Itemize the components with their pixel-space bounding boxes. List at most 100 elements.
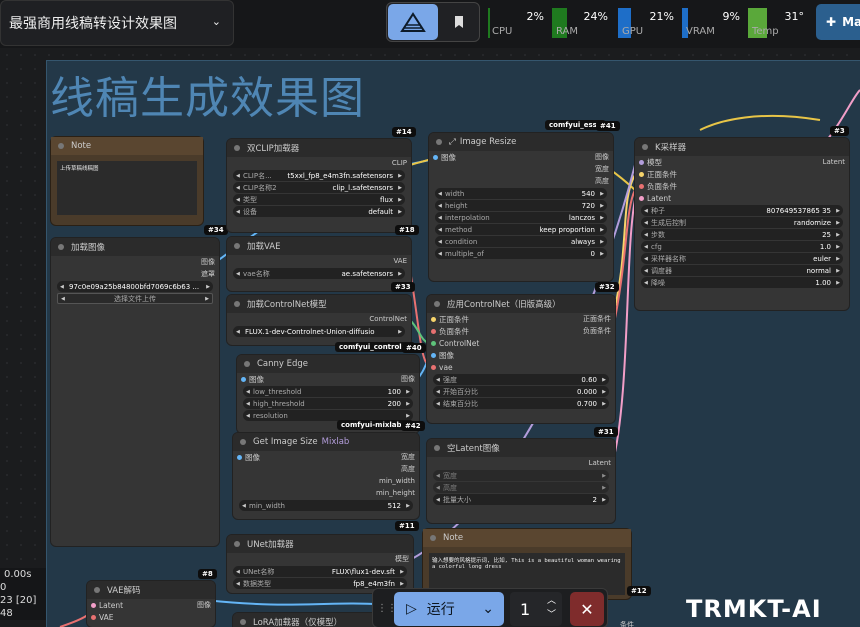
output-clip[interactable]: CLIP (391, 159, 407, 167)
cpu-bar (488, 8, 490, 38)
input-positive[interactable]: 正面条件 (647, 169, 677, 179)
multiple-of-input[interactable]: multiple_of0 (435, 248, 607, 259)
clip-name1-select[interactable]: CLIP名...t5xxl_fp8_e4m3fn.safetensors (233, 170, 405, 181)
output-image[interactable]: 图像 (401, 375, 415, 383)
output-image[interactable]: 图像 (201, 258, 215, 266)
latent-height-input[interactable]: 高度 (433, 482, 609, 493)
input-image[interactable]: 图像 (441, 152, 456, 162)
input-image[interactable]: 图像 (249, 374, 264, 384)
output-negative[interactable]: 负面条件 (583, 327, 611, 335)
ram-bar (552, 8, 567, 38)
output-min-height[interactable]: min_height (375, 489, 415, 497)
manager-button[interactable]: ✚Ma (816, 4, 860, 40)
temp-bar (748, 8, 768, 38)
output-image[interactable]: 图像 (197, 601, 211, 609)
input-negative[interactable]: 负面条件 (439, 326, 469, 336)
comfy-logo-button[interactable] (388, 4, 438, 40)
output-width[interactable]: 宽度 (595, 165, 609, 173)
image-file-select[interactable]: 97c0e09a25b84800bfd7069c6b63 ... (57, 281, 213, 292)
output-min-width[interactable]: min_width (379, 477, 415, 485)
input-negative[interactable]: 负面条件 (647, 181, 677, 191)
note-node[interactable]: Note 上传草稿线稿图 (50, 136, 204, 226)
input-latent[interactable]: Latent (647, 193, 672, 203)
input-image[interactable]: 图像 (439, 350, 454, 360)
stop-button[interactable]: ✕ (570, 592, 604, 626)
upload-button[interactable]: 选择文件上传 (57, 293, 213, 304)
denoise-input[interactable]: 降噪1.00 (641, 277, 843, 288)
gpu-monitor: 21%GPU (618, 8, 680, 38)
apply-controlnet-node[interactable]: 应用ControlNet（旧版高级） 正面条件正面条件 负面条件负面条件 Con… (426, 294, 616, 424)
dual-clip-loader-node[interactable]: 双CLIP加载器 CLIP CLIP名...t5xxl_fp8_e4m3fn.s… (226, 138, 412, 233)
output-mask[interactable]: 遮罩 (201, 270, 215, 278)
controlnet-name-select[interactable]: FLUX.1-dev-Controlnet-Union-diffusio (233, 326, 405, 337)
node-tag: Mixlab (321, 437, 350, 447)
output-latent[interactable]: Latent (588, 459, 611, 467)
node-title: Get Image Size (253, 437, 318, 447)
output-height[interactable]: 高度 (401, 465, 415, 473)
input-vae[interactable]: vae (439, 362, 453, 372)
output-positive[interactable]: 正面条件 (583, 315, 611, 323)
stepper-icon[interactable]: ︿﹀ (546, 596, 556, 620)
output-width[interactable]: 宽度 (401, 453, 415, 461)
batch-count-input[interactable]: 1 ︿﹀ (510, 592, 562, 626)
logo-icon (400, 12, 426, 32)
input-positive[interactable]: 正面条件 (439, 314, 469, 324)
bookmark-button[interactable] (442, 6, 476, 38)
input-vae[interactable]: VAE (99, 612, 114, 622)
chevron-down-icon[interactable]: ⌄ (482, 601, 494, 617)
execution-stats: 0.00s 0 23 [20] 48 (0, 568, 46, 620)
drag-handle-icon[interactable]: ⋮⋮ (377, 603, 397, 614)
queue-run-button[interactable]: ▷ 运行 ⌄ (394, 592, 504, 626)
node-tag: comfyui_esse (545, 120, 606, 130)
lora-loader-node[interactable]: LoRA加载器（仅模型） (232, 612, 412, 627)
strength-input[interactable]: 强度0.60 (433, 374, 609, 385)
output-latent[interactable]: Latent (822, 158, 845, 166)
workflow-selector[interactable]: 最强商用线稿转设计效果图 ⌄ (0, 0, 234, 46)
input-image[interactable]: 图像 (245, 452, 260, 462)
note-text[interactable]: 上传草稿线稿图 (57, 161, 197, 215)
output-controlnet[interactable]: ControlNet (369, 315, 407, 323)
resolution-input[interactable]: resolution (243, 410, 413, 421)
input-controlnet[interactable]: ControlNet (439, 338, 480, 348)
output-image[interactable]: 图像 (595, 153, 609, 161)
load-image-node[interactable]: 加载图像 图像 遮罩 97c0e09a25b84800bfd7069c6b63 … (50, 237, 220, 547)
node-badge: #18 (395, 225, 419, 235)
output-model[interactable]: 模型 (395, 555, 409, 563)
output-vae[interactable]: VAE (393, 257, 407, 265)
input-latent[interactable]: Latent (99, 600, 124, 610)
latent-width-input[interactable]: 宽度 (433, 470, 609, 481)
input-model[interactable]: 模型 (647, 157, 662, 167)
load-controlnet-node[interactable]: 加载ControlNet模型 ControlNet FLUX.1-dev-Con… (226, 294, 412, 346)
output-height[interactable]: 高度 (595, 177, 609, 185)
